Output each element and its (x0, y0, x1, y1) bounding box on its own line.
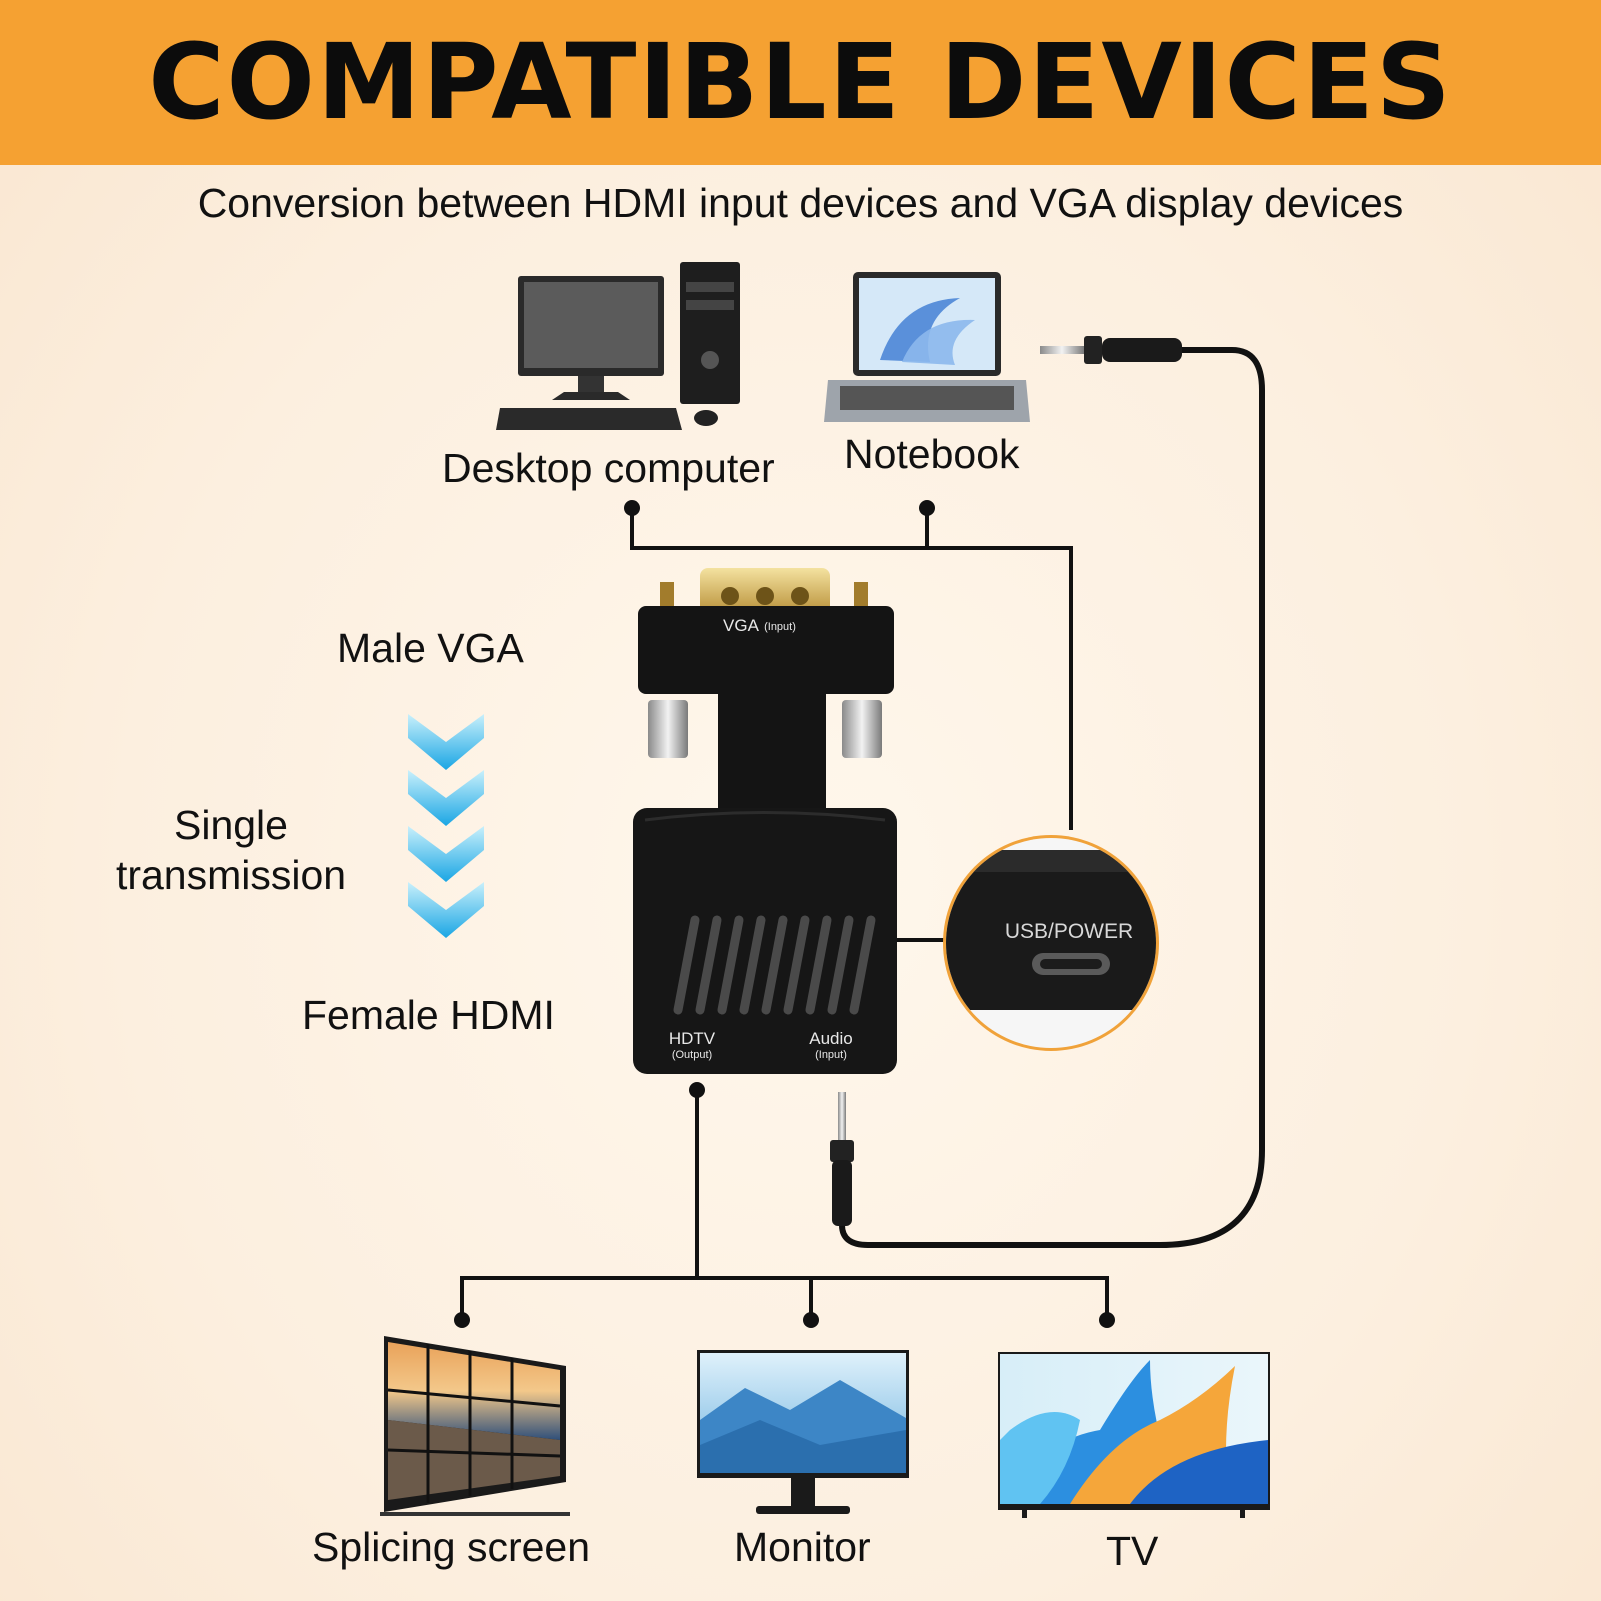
notebook-connector-dot (919, 500, 935, 516)
notebook-label: Notebook (844, 431, 1020, 477)
monitor-icon (697, 1350, 909, 1514)
desktop-computer-icon (496, 262, 740, 430)
desktop-computer-label: Desktop computer (442, 445, 775, 491)
usb-power-label: USB/POWER (1005, 920, 1133, 943)
adapter-vga-label: VGA (723, 616, 760, 635)
usb-power-zoom: USB/POWER (943, 835, 1159, 1051)
hdmi-connector-dot (689, 1082, 705, 1098)
notebook-icon (824, 272, 1030, 422)
desktop-connector-dot (624, 500, 640, 516)
monitor-connector-dot (803, 1312, 819, 1328)
adapter-audio-label: Audio (809, 1029, 852, 1048)
transmission-line-1: Single (174, 802, 288, 848)
output-connection-lines (460, 1090, 1109, 1318)
page-title: COMPATIBLE DEVICES (148, 21, 1453, 143)
tv-label: TV (1106, 1528, 1159, 1574)
adapter-hdtv-sub: (Output) (672, 1049, 712, 1061)
transmission-line-2: transmission (115, 852, 347, 898)
splicing-screen-icon (380, 1336, 570, 1516)
splicing-connector-dot (454, 1312, 470, 1328)
adapter-audio-sub: (Input) (815, 1049, 847, 1061)
splicing-screen-label: Splicing screen (312, 1524, 591, 1570)
monitor-label: Monitor (734, 1524, 871, 1570)
title-banner (0, 0, 1601, 165)
adapter-hdtv-label: HDTV (669, 1029, 716, 1048)
male-vga-label: Male VGA (337, 625, 524, 671)
adapter-vga-sub: (Input) (764, 621, 796, 633)
audio-jack-plug (838, 1092, 846, 1142)
subtitle: Conversion between HDMI input devices an… (197, 180, 1404, 226)
female-hdmi-label: Female HDMI (302, 992, 555, 1038)
single-transmission-label: Single transmission (104, 800, 358, 900)
tv-icon (998, 1352, 1270, 1518)
tv-connector-dot (1099, 1312, 1115, 1328)
transmission-arrows (408, 714, 484, 938)
vga-hdmi-adapter-image: VGA (Input) HDTV (Output) Audio (Input) (633, 568, 897, 1074)
audio-cable (830, 336, 1265, 1248)
